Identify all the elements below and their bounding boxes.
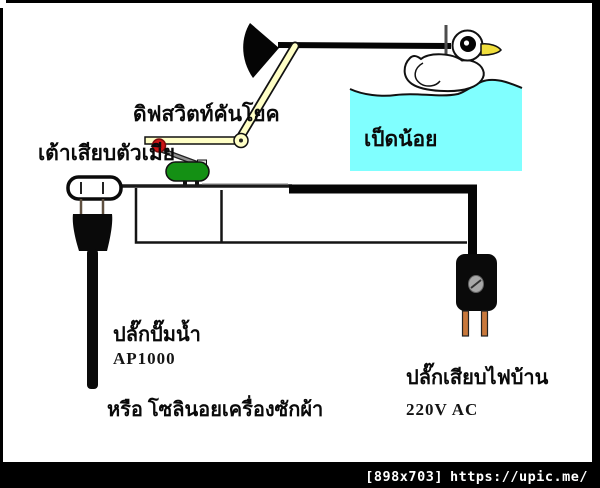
- label-pump-model: AP1000: [113, 349, 176, 368]
- watermark-url: https://upic.me/: [450, 469, 588, 485]
- wires: [121, 183, 477, 256]
- switch-body: [165, 161, 210, 182]
- return-wire: [134, 188, 467, 244]
- label-voltage: 220V AC: [406, 400, 478, 419]
- socket-body: [66, 175, 123, 201]
- power-plug-screw-slot: [470, 279, 482, 289]
- actuator-ball: [151, 138, 167, 153]
- frame-top: [6, 0, 600, 3]
- power-plug-prong-left: [461, 310, 470, 337]
- lever-pivot-hole: [239, 138, 243, 143]
- lever-diagonal-bar: [237, 43, 298, 141]
- switch-leg-right: [195, 181, 199, 187]
- plug-body: [72, 214, 113, 251]
- watermark-text: [898x703] https://upic.me/: [365, 469, 588, 485]
- water-tank: [349, 78, 523, 171]
- watermark-dimensions: [898x703]: [365, 469, 443, 485]
- label-lever-switch: ดิฟสวิตท์คันโยค: [133, 101, 280, 126]
- pump-plug: [72, 199, 113, 389]
- water-surface-line: [349, 78, 523, 97]
- duck-wing-line: [414, 62, 441, 87]
- micro-switch: [151, 138, 210, 187]
- duck-float: [403, 29, 502, 93]
- duck-beak: [480, 43, 502, 56]
- float-lever-assembly: [144, 23, 452, 149]
- power-plug-prong-right: [480, 310, 489, 337]
- female-socket: [66, 175, 123, 201]
- label-pump-plug: ปลั๊กปั๊มน้ำ: [113, 319, 201, 346]
- watermark-background: [0, 462, 600, 488]
- switch-leg-left: [183, 181, 187, 187]
- float-rod: [277, 42, 452, 49]
- main-cable: [289, 184, 477, 256]
- watermark-bar: [898x703] https://upic.me/: [0, 462, 600, 488]
- duck-body: [403, 53, 485, 93]
- label-pump-alt: หรือ โซลินอยเครื่องซักผ้า: [107, 394, 323, 421]
- frame-left: [0, 8, 3, 488]
- label-power-plug: ปลั๊กเสียบไฟบ้าน: [406, 362, 549, 389]
- plug-cord: [87, 249, 98, 389]
- counterweight-cone: [243, 23, 279, 78]
- label-duck: เป็ดน้อย: [364, 125, 437, 151]
- label-female-socket: เต้าเสียบตัวเมีย: [38, 141, 175, 165]
- water-body: [350, 79, 522, 171]
- frame-right: [592, 0, 600, 488]
- power-plug: [456, 254, 497, 337]
- duck-eye-highlight: [463, 40, 470, 46]
